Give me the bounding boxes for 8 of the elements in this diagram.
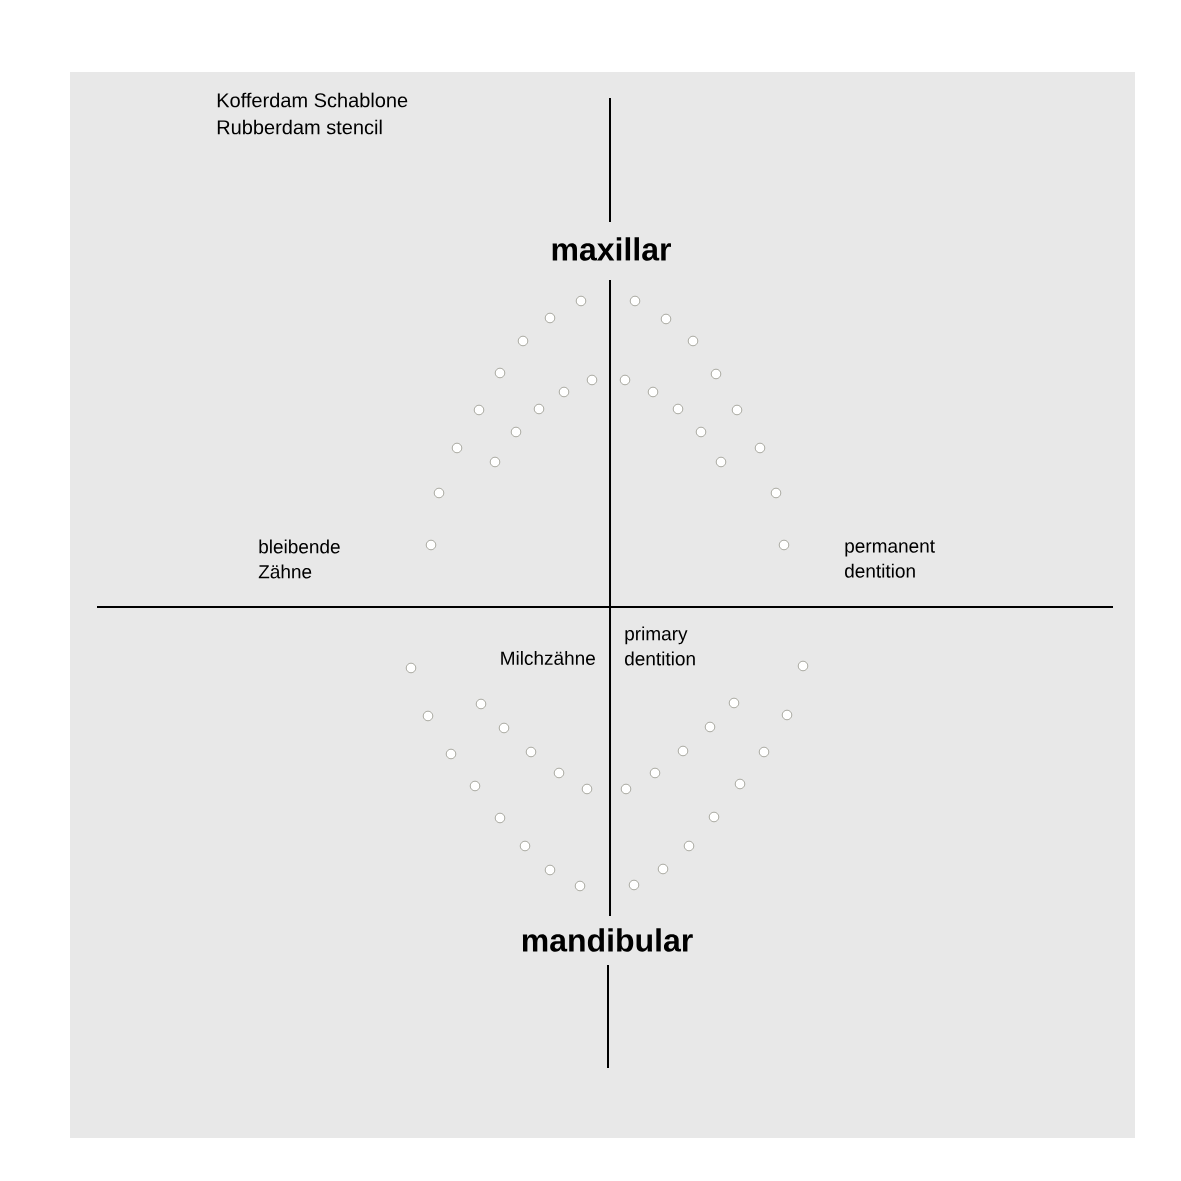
jaw-label: mandibular	[522, 928, 693, 952]
label-text: Milchzähne	[501, 651, 595, 665]
label-text: primary dentition	[625, 626, 695, 666]
jaw-label: maxillar	[552, 237, 671, 261]
label-text: Rubberdam stencil	[217, 119, 382, 135]
label-text: permanent dentition	[845, 540, 935, 578]
label-text: bleibende Zähne	[258, 539, 340, 579]
label-text: Kofferdam Schablone	[217, 92, 408, 108]
